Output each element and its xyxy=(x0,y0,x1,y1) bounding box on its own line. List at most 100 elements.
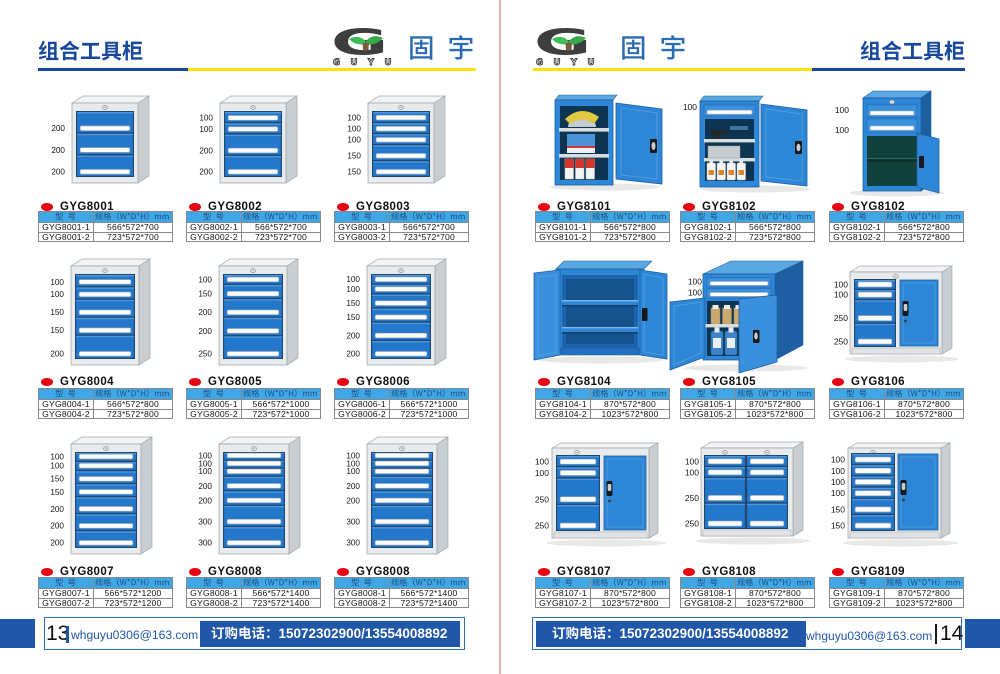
col-header-spec-text xyxy=(94,389,172,399)
col-header-spec-text xyxy=(591,212,669,222)
cabinet-top xyxy=(69,258,152,267)
logo-guyu-right: GUYU xyxy=(536,57,605,68)
drawer-handle xyxy=(78,540,134,546)
shelf-shadow xyxy=(562,332,638,334)
dimension-label: 150 xyxy=(346,313,360,322)
lock-keyhole xyxy=(252,107,254,109)
glyph xyxy=(894,578,903,586)
shelf-highlight xyxy=(562,327,638,329)
glyph xyxy=(759,578,762,587)
shelf-shadow xyxy=(867,159,917,162)
door-panel-line xyxy=(673,301,702,366)
glyph xyxy=(624,578,628,582)
table-header-row xyxy=(38,577,173,589)
product-model: GYG8007 xyxy=(60,565,114,578)
cabinet-side xyxy=(941,265,953,355)
cell-spec: 566*572*700 xyxy=(389,222,469,233)
drawer-highlight xyxy=(224,275,282,277)
text-run: 15072302900/13554008892 xyxy=(620,626,789,641)
glyph xyxy=(937,578,940,587)
col-header-model-text xyxy=(830,389,884,399)
glyph xyxy=(136,212,140,216)
col-header-spec xyxy=(590,577,670,589)
door-panel-line xyxy=(537,274,557,357)
glyph xyxy=(243,389,251,397)
cell-model: GYG8008-1 xyxy=(186,588,242,599)
col-header-spec-text xyxy=(242,389,320,399)
col-header-spec xyxy=(735,211,815,223)
product-model: GYG8105 xyxy=(702,375,756,388)
cabinet-top xyxy=(699,95,764,102)
product-model: GYG8107 xyxy=(557,565,611,578)
glyph xyxy=(773,390,778,397)
item-tool xyxy=(730,126,748,130)
page-title-right xyxy=(860,40,966,65)
cell-spec: 723*572*800 xyxy=(884,231,964,242)
door-keyhole xyxy=(904,319,907,323)
table-header-row xyxy=(680,211,815,223)
glyph xyxy=(761,579,769,586)
glyph xyxy=(804,391,811,397)
product-label: GYG8004 xyxy=(41,375,114,388)
drawer-handle xyxy=(854,490,892,497)
col-header-model-text xyxy=(681,578,735,588)
table-header-row xyxy=(334,388,469,400)
glyph xyxy=(922,390,927,397)
cell-spec: 566*572*1200 xyxy=(93,588,173,599)
col-header-model xyxy=(680,388,736,400)
red-dot-icon xyxy=(189,202,201,211)
drawer-handle xyxy=(375,153,427,159)
col-header-spec-text xyxy=(885,212,963,222)
item-bottle-label xyxy=(718,170,724,175)
red-dot-icon xyxy=(538,567,550,576)
drawer-handle xyxy=(374,351,428,357)
drawer-highlight xyxy=(373,134,429,136)
glyph xyxy=(413,578,416,587)
glyph xyxy=(251,578,260,586)
glyph xyxy=(614,389,617,398)
item-jar-cap xyxy=(735,305,742,309)
cell-spec: 723*572*1200 xyxy=(93,597,173,608)
glyph xyxy=(759,389,762,398)
cell-spec: 566*572*800 xyxy=(93,399,173,410)
drawer-handle xyxy=(78,279,132,285)
dimension-label: 200 xyxy=(346,496,360,505)
cell-model: GYG8008-2 xyxy=(334,597,390,608)
col-header-spec-text xyxy=(390,578,468,588)
drawer-handle xyxy=(374,286,428,292)
glyph xyxy=(910,390,918,397)
glyph xyxy=(804,214,811,220)
shelf xyxy=(559,154,609,158)
footer-phone-right: 15072302900/13554008892 xyxy=(552,626,790,642)
cell-model: GYG8105-2 xyxy=(680,408,736,419)
col-header-spec xyxy=(241,211,321,223)
table-header-row xyxy=(535,577,670,589)
table-header-row xyxy=(38,211,173,223)
glyph xyxy=(859,212,867,221)
dimension-label: 100 xyxy=(199,114,213,123)
glyph xyxy=(944,40,965,61)
dimension-label: 100 xyxy=(198,459,212,468)
col-header-model-text xyxy=(830,578,884,588)
cell-model: GYG8106-1 xyxy=(829,399,885,410)
cell-spec: 723*572*800 xyxy=(93,408,173,419)
dimension-label: 100 xyxy=(835,105,849,115)
glyph xyxy=(659,580,666,586)
cjk-text xyxy=(243,212,317,221)
shelf xyxy=(704,139,755,143)
glyph xyxy=(927,389,931,393)
table-header-row xyxy=(186,388,321,400)
drawer-highlight xyxy=(77,155,133,157)
glyph xyxy=(773,579,778,586)
drawer-handle xyxy=(857,338,893,345)
cell-model: GYG8005-2 xyxy=(186,408,242,419)
cabinet-top xyxy=(699,441,805,449)
title-rule-yellow-left xyxy=(188,68,476,71)
cell-spec: 566*572*1000 xyxy=(389,399,469,410)
cabinet-top xyxy=(862,90,932,99)
